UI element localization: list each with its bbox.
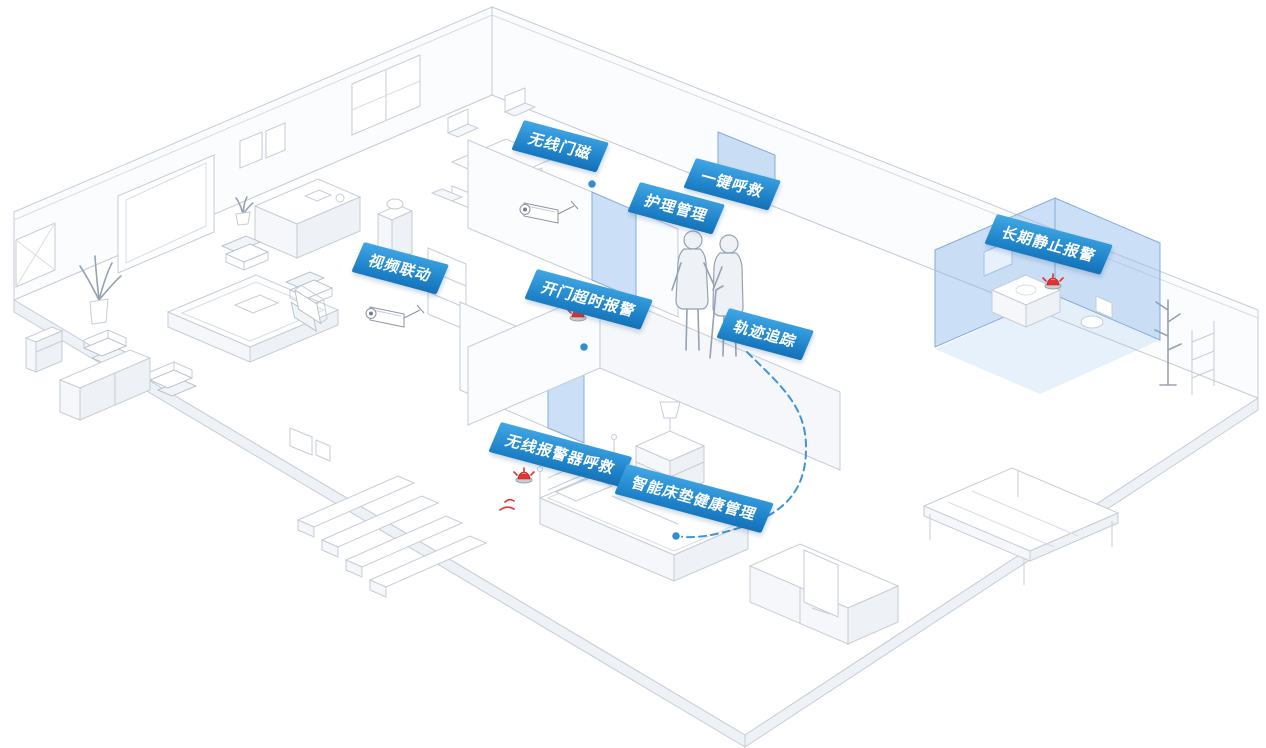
ladder-shelf	[1191, 321, 1215, 395]
toilet	[1080, 315, 1104, 329]
toilet-tank	[1095, 295, 1113, 319]
walking-cane	[709, 285, 724, 359]
trajectory-dashed-path	[677, 351, 808, 539]
coat-tree	[1154, 299, 1182, 386]
kitchen-counter	[253, 178, 362, 259]
window	[351, 54, 421, 136]
television	[803, 549, 839, 618]
connector-dot	[578, 178, 682, 542]
potted-plant	[79, 196, 254, 325]
bench	[922, 467, 1120, 585]
leaning-frames	[289, 427, 331, 462]
alarm-signal-waves	[499, 498, 515, 511]
lamp-shade	[659, 401, 681, 419]
small-cabinet	[24, 326, 64, 373]
bedroom-walls	[467, 289, 841, 471]
pillow	[554, 476, 614, 502]
wall-tv	[117, 154, 215, 274]
window-small	[15, 222, 56, 288]
picture-frames	[239, 122, 286, 169]
sideboard	[58, 349, 152, 421]
stairs	[296, 475, 488, 598]
